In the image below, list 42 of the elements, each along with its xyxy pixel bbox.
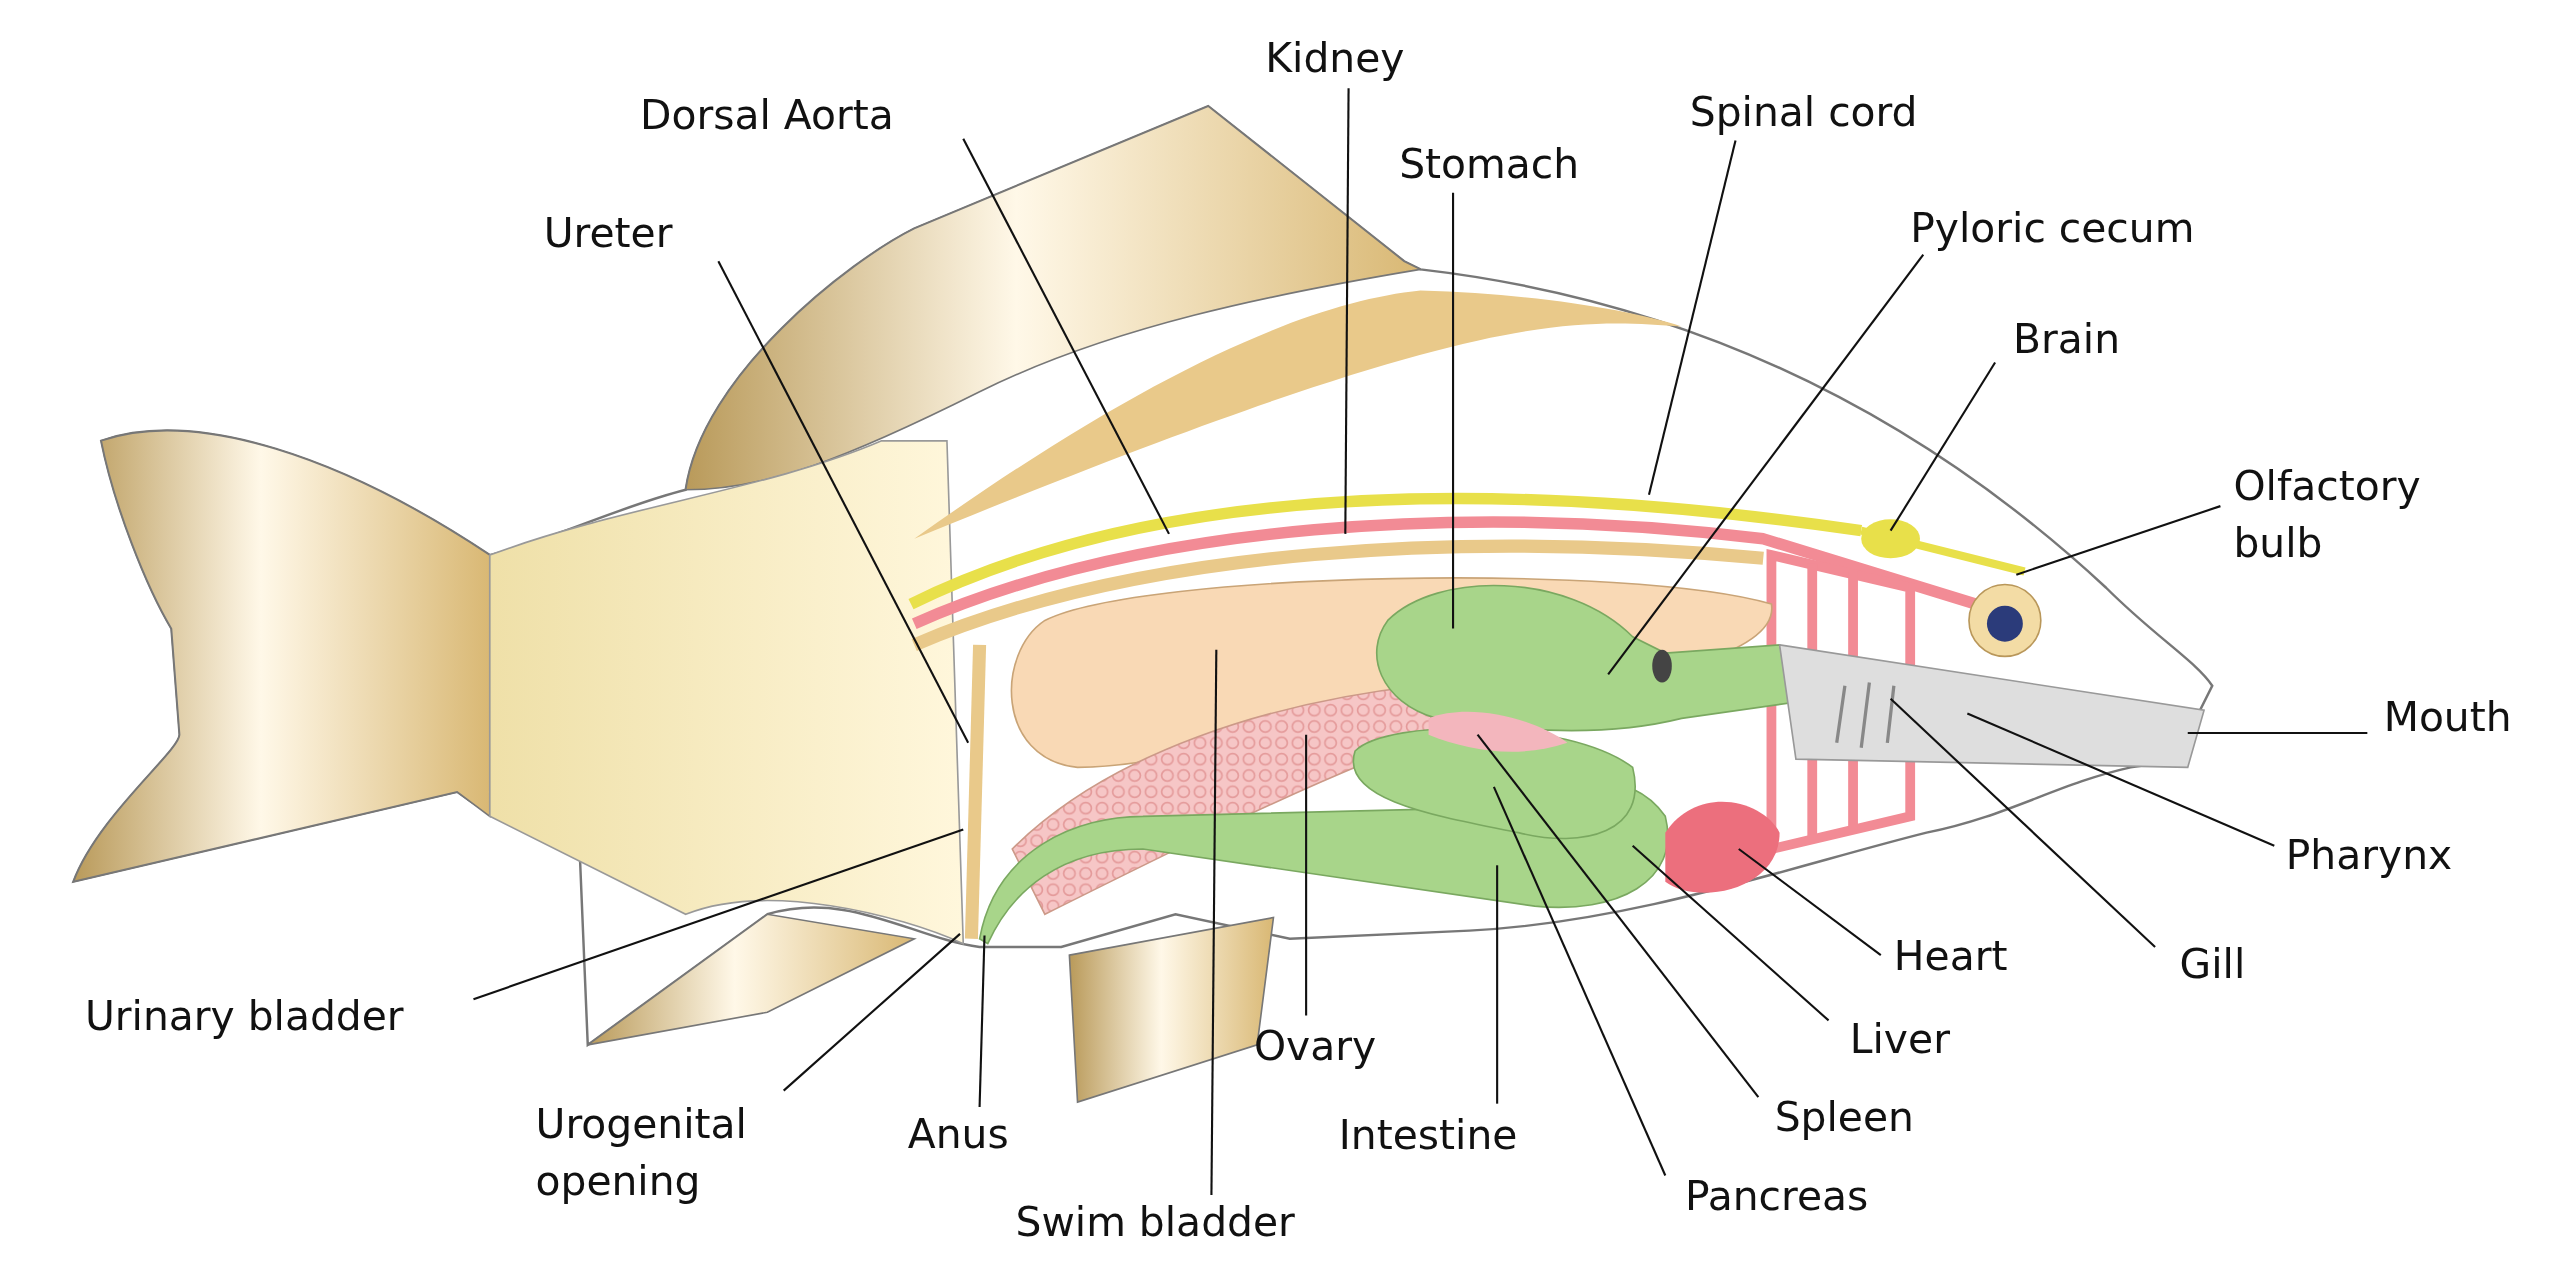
part-label: Pharynx: [2285, 826, 2453, 884]
part-label: Intestine: [1338, 1106, 1518, 1165]
leader-line: [1305, 734, 1308, 1016]
leader-line: [473, 828, 964, 1001]
part-label: Liver: [1849, 1010, 1950, 1068]
part-label: Urinary bladder: [84, 987, 404, 1045]
part-label: Kidney: [1265, 29, 1405, 87]
leader-line: [1889, 698, 2156, 948]
leader-line: [1647, 140, 1737, 495]
leader-line: [717, 260, 970, 744]
leader-line: [1496, 865, 1499, 1104]
leader-line: [2016, 505, 2221, 576]
leader-line: [2187, 732, 2368, 735]
part-label: Stomach: [1399, 135, 1580, 193]
leader-line: [1492, 786, 1667, 1176]
leader-line: [962, 138, 1170, 535]
part-label: Olfactory bulb: [2233, 457, 2463, 572]
part-label: Heart: [1893, 927, 2008, 985]
leader-line: [1476, 734, 1760, 1098]
leader-line: [1889, 361, 1996, 532]
part-label: Anus: [907, 1105, 1009, 1163]
part-label: Spleen: [1774, 1089, 1914, 1147]
part-label: Swim bladder: [1015, 1193, 1295, 1251]
part-label: Mouth: [2383, 689, 2512, 747]
leader-line: [978, 935, 986, 1107]
leader-line: [1966, 712, 2275, 847]
leader-line: [1607, 254, 1925, 675]
leader-line: [1344, 88, 1350, 534]
part-label: Pyloric cecum: [1910, 199, 2195, 257]
leader-line: [1452, 192, 1455, 629]
leader-line: [1210, 649, 1218, 1196]
part-label: Brain: [2013, 310, 2121, 368]
part-label: Pancreas: [1684, 1167, 1869, 1225]
part-label: Urogenital opening: [535, 1095, 797, 1210]
part-label: Gill: [2179, 935, 2246, 993]
leader-line: [782, 933, 961, 1092]
part-label: Spinal cord: [1689, 83, 1918, 141]
leader-line: [1738, 848, 1882, 956]
leader-line: [1631, 844, 1830, 1022]
part-label: Dorsal Aorta: [640, 86, 894, 144]
part-label: Ovary: [1253, 1017, 1377, 1075]
part-label: Ureter: [543, 204, 673, 262]
